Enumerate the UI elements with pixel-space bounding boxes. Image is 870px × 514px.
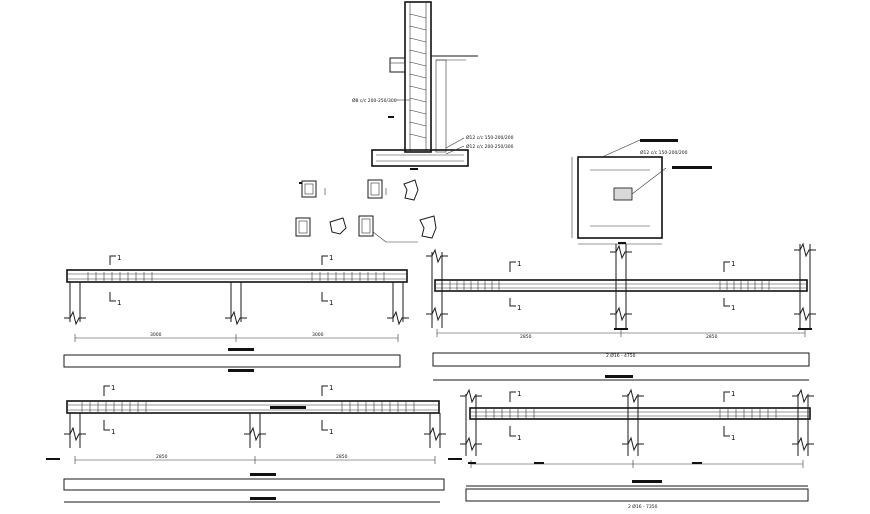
beam-2-bar-schedule — [432, 352, 810, 367]
beam-1-mark-1: 1 — [117, 254, 121, 262]
wall-stirrup-label: Ø8 c/c 200-250/300 — [352, 97, 397, 104]
wall-bar-label-2: Ø12 c/c 200-250/300 — [466, 143, 514, 150]
wall-footing — [371, 149, 469, 167]
beam-3-mark-3: 1 — [329, 384, 333, 392]
beam-2-mark-4: 1 — [731, 304, 735, 312]
column-details — [295, 179, 437, 243]
beam-4-stirrups — [485, 409, 777, 418]
beam-3-span-right: 2850 — [336, 454, 348, 460]
beam-2-stirrups — [449, 281, 770, 290]
beam-1-stirrups-left — [87, 272, 153, 281]
beam-3-mark-1: 1 — [111, 384, 115, 392]
footing-plan: Ø12 c/c 150-200/200 — [571, 139, 712, 245]
beam-1-span-left: 3000 — [150, 332, 162, 338]
wall-bracket — [389, 57, 406, 73]
beam-1-stirrups-right — [311, 272, 385, 281]
wall-stirrups — [409, 13, 427, 139]
footing-pedestal — [613, 187, 633, 201]
beam-3-bar-schedule — [63, 478, 445, 491]
beam-2: 1 1 1 1 2850 2850 2 Ø16 - 4750 — [426, 242, 816, 381]
beam-2-bar-label: 2 Ø16 - 4750 — [606, 352, 636, 359]
beam-2-outline — [434, 279, 808, 292]
beam-3-outline — [66, 400, 440, 414]
beam-1-span-right: 3000 — [312, 332, 324, 338]
beam-4-mark-2: 1 — [517, 434, 521, 442]
beam-2-span-left: 2850 — [520, 334, 532, 340]
beam-4-mark-4: 1 — [731, 434, 735, 442]
beam-2-mark-3: 1 — [731, 260, 735, 268]
beam-4-outline — [469, 407, 811, 420]
beam-3: 1 1 1 1 2850 2850 — [46, 384, 462, 503]
beam-3-mark-4: 1 — [329, 428, 333, 436]
beam-1-mark-4: 1 — [329, 299, 333, 307]
beam-1-mark-3: 1 — [329, 254, 333, 262]
beam-3-span-left: 2850 — [156, 454, 168, 460]
beam-3-stirrups — [81, 402, 415, 412]
beam-2-mark-2: 1 — [517, 304, 521, 312]
beam-1: 1 1 1 1 3000 3000 — [63, 254, 409, 372]
wall-bar-label-1: Ø12 c/c 150-200/200 — [466, 134, 514, 141]
wall-section: Ø8 c/c 200-250/300 Ø12 c/c 150-200/200 Ø… — [352, 1, 514, 170]
beam-4-bar-schedule — [465, 488, 809, 502]
beam-1-bar-schedule — [63, 354, 401, 368]
beam-4: 1 1 1 1 2 Ø16 - 7350 — [460, 388, 814, 510]
beam-3-mark-2: 1 — [111, 428, 115, 436]
footing-bar-label: Ø12 c/c 150-200/200 — [640, 149, 688, 156]
beam-1-outline — [66, 269, 408, 283]
beam-1-mark-2: 1 — [117, 299, 121, 307]
footing-outline — [577, 156, 663, 239]
beam-2-mark-1: 1 — [517, 260, 521, 268]
beam-2-span-right: 2850 — [706, 334, 718, 340]
wall-stem — [404, 1, 432, 153]
beam-4-mark-3: 1 — [731, 390, 735, 398]
beam-4-mark-1: 1 — [517, 390, 521, 398]
beam-4-bar-label: 2 Ø16 - 7350 — [628, 503, 658, 510]
